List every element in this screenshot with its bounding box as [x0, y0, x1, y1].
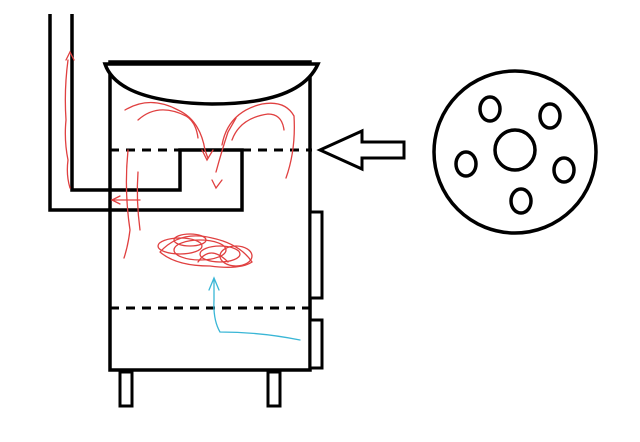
- top-water-tank: [102, 62, 321, 106]
- flame-path: [64, 50, 295, 268]
- swirl-arrowhead-left: [201, 149, 214, 162]
- upper-swirl-right-inner: [231, 113, 285, 141]
- arrow-left-icon: [316, 128, 406, 172]
- hole-right: [552, 156, 576, 184]
- chimney-flow-arrowhead: [65, 50, 75, 61]
- hole-top-right: [538, 102, 562, 130]
- hole-top-left: [478, 95, 502, 123]
- perforated-disc: [432, 69, 598, 235]
- fire-outline: [159, 235, 253, 268]
- chimney-flow-left: [64, 59, 71, 189]
- fire-loop-5: [173, 233, 207, 247]
- fire-curl: [197, 252, 229, 263]
- left-wall-flow: [123, 149, 131, 259]
- chimney-pipe: [48, 14, 244, 212]
- upper-side-door: [308, 210, 324, 300]
- hole-bottom: [509, 187, 533, 215]
- air-inflow-path: [213, 279, 301, 341]
- right-leg: [266, 370, 282, 408]
- disc-outline: [432, 69, 598, 235]
- upper-swirl-left-inner: [137, 109, 199, 139]
- left-wall-flow-inner: [136, 171, 141, 231]
- center-flow-up: [215, 117, 237, 173]
- air-inflow: [208, 276, 301, 341]
- left-leg: [118, 370, 134, 408]
- upper-swirl-right: [221, 102, 295, 179]
- center-flow-arrowhead: [211, 179, 223, 190]
- chimney-outline: [48, 14, 244, 212]
- air-inflow-arrowhead: [208, 276, 220, 291]
- upper-swirl-left: [124, 101, 209, 159]
- fire-loop-3: [199, 245, 241, 263]
- lower-side-door: [308, 318, 324, 370]
- bottom-flow-arrowhead: [110, 195, 121, 205]
- center-hole: [493, 128, 537, 172]
- hole-left: [454, 150, 478, 178]
